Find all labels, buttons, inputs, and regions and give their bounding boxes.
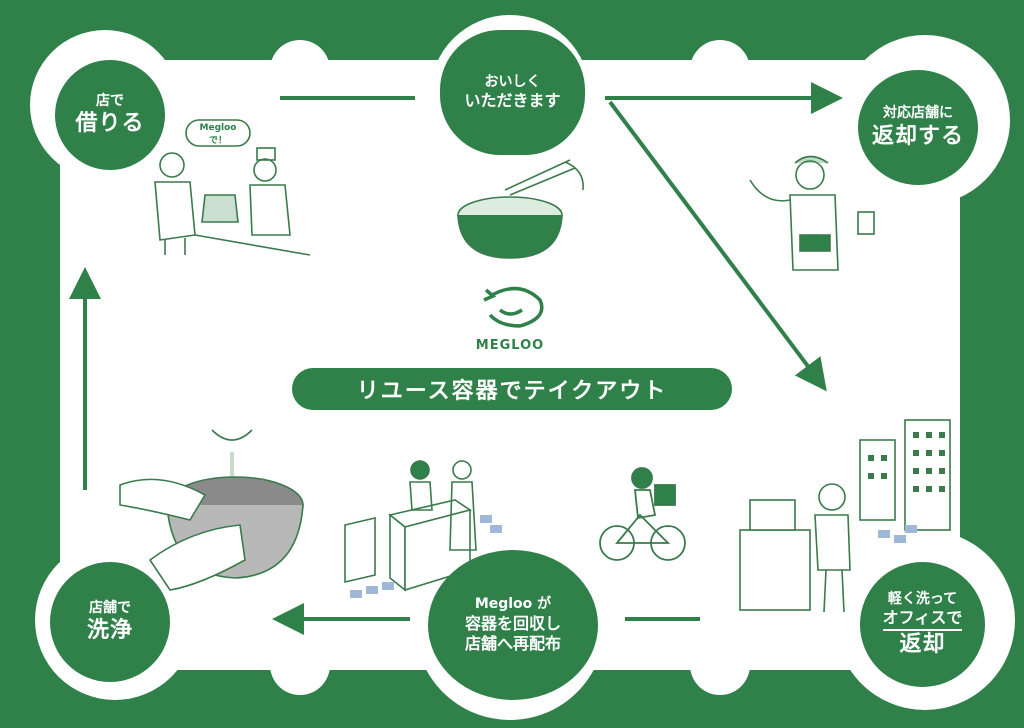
flow-arrows xyxy=(69,82,843,635)
return-illustration xyxy=(749,155,875,271)
tagline-banner: リユース容器でテイクアウト xyxy=(292,368,732,410)
node-return-store-line1: 対応店舗に xyxy=(883,105,953,121)
arrow-eat-to-office xyxy=(608,100,827,392)
node-borrow-line2: 借りる xyxy=(75,111,145,136)
bicycle-illustration xyxy=(599,467,686,561)
node-collect-line3: 店舗へ再配布 xyxy=(464,633,561,653)
node-eat: おいしく いただきます xyxy=(440,30,585,155)
node-office: 軽く洗って オフィスで 返却 xyxy=(860,562,985,687)
node-collect-line1: Megloo が xyxy=(474,596,552,613)
bowl-illustration xyxy=(457,159,584,259)
node-borrow: 店で 借りる xyxy=(55,60,165,170)
node-eat-line1: おいしく xyxy=(484,73,541,90)
node-wash: 店舗で 洗浄 xyxy=(50,562,170,682)
megloo-logo xyxy=(483,286,544,328)
node-wash-line2: 洗浄 xyxy=(86,618,133,643)
node-return-store: 対応店舗に 返却する xyxy=(858,70,978,185)
node-wash-line1: 店舗で xyxy=(89,599,131,616)
speech-bubble-text: Megloo で！ xyxy=(199,123,237,146)
washing-illustration xyxy=(119,429,304,591)
office-illustration xyxy=(739,419,951,613)
node-eat-line2: いただきます xyxy=(464,91,561,111)
node-return-store-line2: 返却する xyxy=(871,123,964,149)
node-office-line1: 軽く洗って xyxy=(887,590,958,607)
borrow-illustration xyxy=(154,119,311,256)
node-office-line3: 返却 xyxy=(899,632,946,657)
node-borrow-line1: 店で xyxy=(96,92,124,109)
node-collect-line2: 容器を回収し xyxy=(464,613,561,633)
brand-name: MEGLOO xyxy=(475,338,545,353)
node-collect: Megloo が 容器を回収し 店舗へ再配布 xyxy=(428,550,598,700)
node-office-line2: オフィスで xyxy=(882,608,963,631)
